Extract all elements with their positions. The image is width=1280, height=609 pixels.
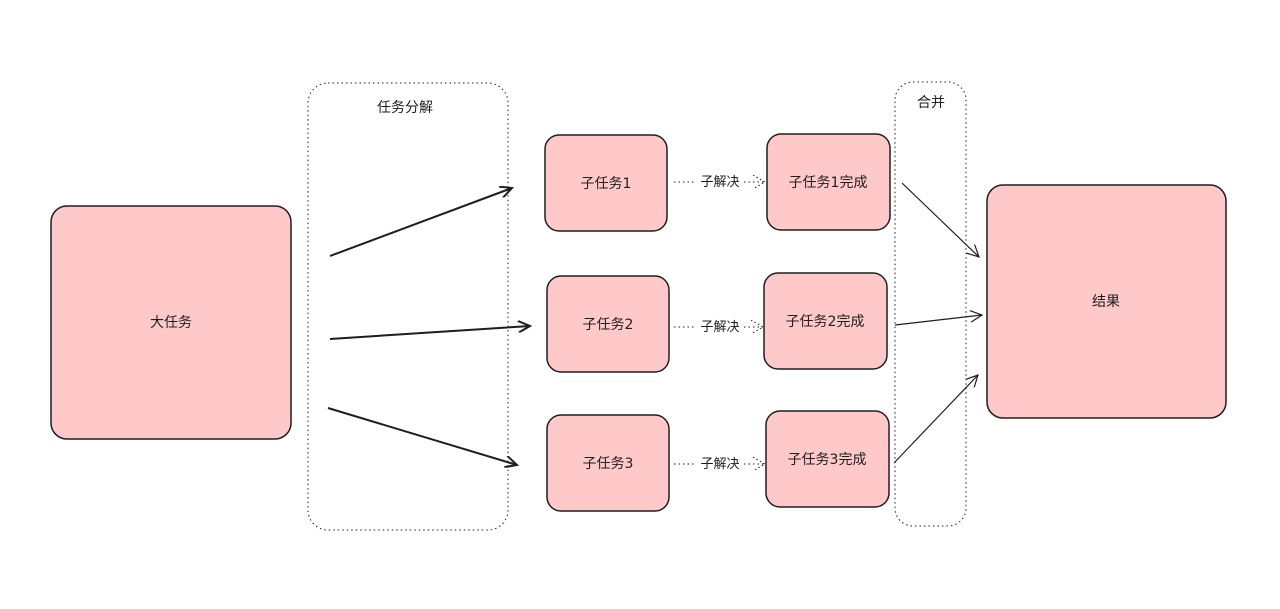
decompose-group-label: 任务分解 [377, 100, 433, 116]
edge-solve-1-label: 子解决 [700, 175, 739, 190]
arrow-big-to-subtask-1 [329, 188, 512, 257]
merge-group-box [894, 81, 967, 527]
subtask-2-node[interactable] [546, 275, 670, 373]
arrow-done-1-to-result [901, 182, 979, 257]
decompose-group-box [307, 82, 509, 531]
arrow-done-2-to-result [894, 315, 982, 326]
result-node[interactable] [986, 184, 1227, 419]
subtask-1-done-node[interactable] [766, 133, 891, 231]
edge-solve-2-label: 子解决 [700, 320, 739, 335]
arrow-big-to-subtask-3 [327, 407, 517, 465]
arrow-big-to-subtask-2 [329, 326, 530, 340]
subtask-2-label: 子任务2 [583, 317, 634, 333]
big-task-node[interactable] [50, 205, 292, 440]
subtask-3-label: 子任务3 [583, 456, 634, 472]
subtask-3-done-node[interactable] [765, 410, 890, 508]
merge-group-label: 合并 [917, 95, 945, 111]
edge-solve-3-label: 子解决 [700, 457, 739, 472]
subtask-1-label: 子任务1 [581, 176, 632, 192]
arrow-done-3-to-result [893, 375, 978, 464]
subtask-3-done-label: 子任务3完成 [788, 452, 867, 468]
subtask-2-done-node[interactable] [763, 272, 888, 370]
subtask-1-node[interactable] [544, 134, 668, 232]
subtask-3-node[interactable] [546, 414, 670, 512]
result-label: 结果 [1092, 294, 1120, 310]
subtask-2-done-label: 子任务2完成 [786, 314, 865, 330]
subtask-1-done-label: 子任务1完成 [789, 175, 868, 191]
big-task-label: 大任务 [150, 315, 192, 331]
